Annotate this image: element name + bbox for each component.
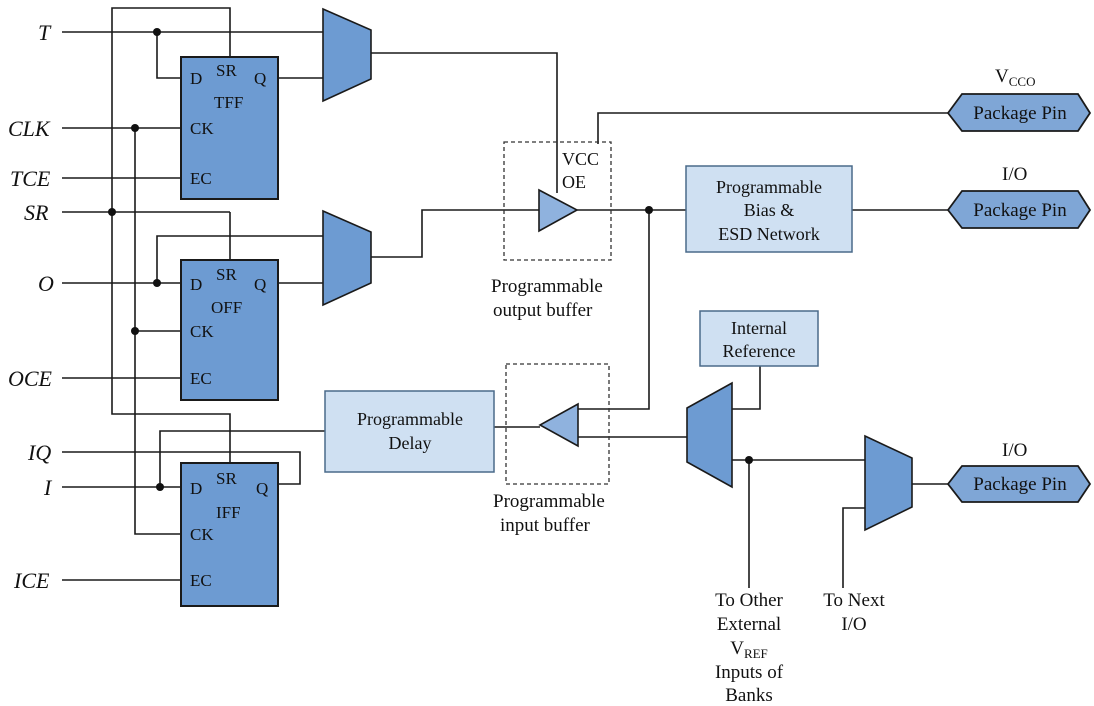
programmable-delay-block: Programmable Delay [324,390,495,473]
off-ec-label: EC [190,369,212,388]
note-next-2: I/O [841,614,866,635]
signal-ice-label: ICE [13,568,50,593]
tff-ck-label: CK [190,119,214,138]
io-package-pin-1: Package Pin I/O [946,164,1092,229]
bias-line-2: Bias & [744,200,795,220]
io-label-2: I/O [1002,440,1027,461]
off-name-label: OFF [211,298,242,317]
note-other-3: VREF [730,638,768,661]
package-pin-1-label: Package Pin [973,103,1067,124]
signal-clk-label: CLK [8,116,51,141]
note-other-5: Banks [725,685,773,706]
package-pin-3-label: Package Pin [973,474,1067,495]
tristate-mux [322,7,372,103]
vcco-label: VCCO [995,66,1035,89]
internal-ref-line-2: Reference [723,341,796,361]
off-q-label: Q [254,275,266,294]
input-buffer-caption-1: Programmable [493,491,605,512]
signal-oce-label: OCE [8,366,53,391]
signal-o-label: O [38,271,54,296]
other-banks-note: To Other External VREF Inputs of Banks [715,590,784,706]
note-other-4: Inputs of [715,662,784,683]
io-label-1: I/O [1002,164,1027,185]
multiplexers [322,7,913,532]
output-mux [322,209,372,307]
iff-sr-label: SR [216,469,237,488]
output-buffer-caption-1: Programmable [491,276,603,297]
iff-name-label: IFF [216,503,241,522]
tff-ec-label: EC [190,169,212,188]
input-mux [864,434,913,532]
input-buffer: Programmable input buffer [493,363,610,536]
signal-i-label: I [43,475,53,500]
off-flipflop: D SR Q OFF CK EC [180,259,279,401]
off-ck-label: CK [190,322,214,341]
output-buffer: VCC OE Programmable output buffer [491,141,612,321]
signal-tce-label: TCE [10,166,51,191]
delay-line-1: Programmable [357,409,463,429]
delay-line-2: Delay [389,433,432,453]
iff-d-label: D [190,479,202,498]
bias-line-3: ESD Network [718,224,820,244]
tff-flipflop: D SR Q TFF CK EC [180,56,279,200]
iff-q-label: Q [256,479,268,498]
next-io-note: To Next I/O [823,590,885,635]
off-d-label: D [190,275,202,294]
iff-ec-label: EC [190,571,212,590]
iff-flipflop: D SR Q IFF CK EC [180,462,279,607]
internal-ref-line-1: Internal [731,318,787,338]
junctions [108,28,753,491]
tff-sr-label: SR [216,61,237,80]
note-other-1: To Other [715,590,783,611]
note-other-2: External [717,614,781,635]
io-package-pin-2: Package Pin I/O [946,440,1092,503]
tff-q-label: Q [254,69,266,88]
output-buffer-caption-2: output buffer [493,300,593,321]
oe-label: OE [562,172,586,192]
package-pin-2-label: Package Pin [973,200,1067,221]
wires [62,7,948,588]
bias-esd-block: Programmable Bias & ESD Network [685,165,853,253]
signal-sr-label: SR [24,200,49,225]
input-labels: T CLK TCE SR O OCE IQ I ICE [8,20,54,593]
signal-t-label: T [38,20,52,45]
off-sr-label: SR [216,265,237,284]
vcc-label: VCC [562,149,599,169]
vcco-package-pin: Package Pin VCCO [946,66,1092,132]
tff-name-label: TFF [214,93,243,112]
internal-reference-block: Internal Reference [699,310,819,367]
bias-line-1: Programmable [716,177,822,197]
signal-iq-label: IQ [27,440,51,465]
input-buffer-caption-2: input buffer [500,515,591,536]
iff-ck-label: CK [190,525,214,544]
tff-d-label: D [190,69,202,88]
input-comparator [686,381,733,489]
note-next-1: To Next [823,590,885,611]
